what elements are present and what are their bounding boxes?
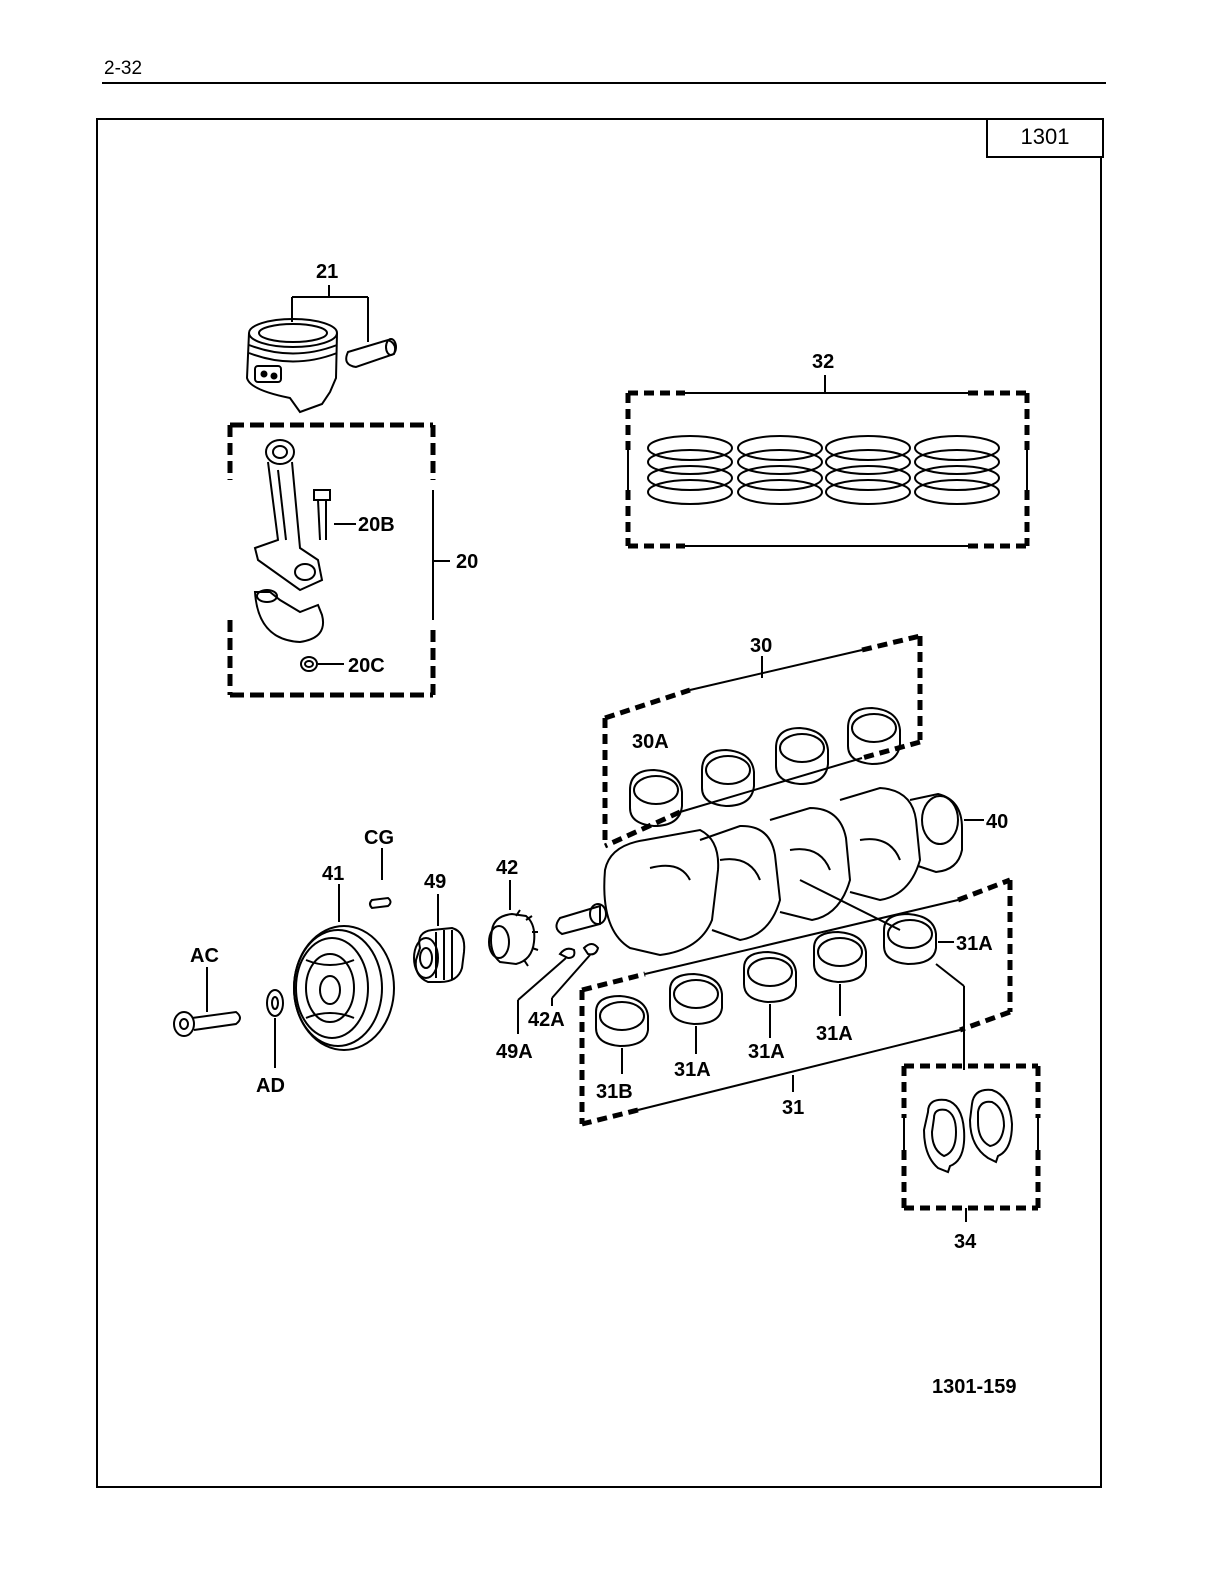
callout-49: 49	[424, 871, 446, 893]
callout-31A-1: 31A	[674, 1059, 711, 1081]
callout-31A-3: 31A	[816, 1023, 853, 1045]
callout-21: 21	[316, 261, 338, 283]
piston-assembly	[247, 285, 396, 412]
callout-34: 34	[954, 1231, 977, 1253]
crankshaft-timing-gear	[414, 894, 464, 982]
callout-20C: 20C	[348, 655, 385, 677]
connecting-rod-group	[230, 425, 450, 695]
callout-31: 31	[782, 1097, 804, 1119]
callout-42: 42	[496, 857, 518, 879]
figure-id: 1301-159	[932, 1376, 1017, 1399]
callout-labels: 21 20B 20 20C 32 30 30A 40 CG 41 49 42 A…	[190, 261, 1008, 1253]
key-cg	[370, 848, 391, 908]
callout-31A-2: 31A	[748, 1041, 785, 1063]
oil-pump-drive-gear	[489, 880, 538, 966]
callout-49A: 49A	[496, 1041, 533, 1063]
callout-AD: AD	[256, 1075, 285, 1097]
callout-CG: CG	[364, 827, 394, 849]
callout-31A-top: 31A	[956, 933, 993, 955]
callout-32: 32	[812, 351, 834, 373]
washer-ad	[267, 990, 283, 1068]
pulley-bolt-ac	[174, 967, 240, 1036]
crankshaft-pulley	[294, 884, 394, 1050]
callout-20: 20	[456, 551, 478, 573]
callout-30: 30	[750, 635, 772, 657]
callout-41: 41	[322, 863, 344, 885]
callout-31B: 31B	[596, 1081, 633, 1103]
callout-40: 40	[986, 811, 1008, 833]
callout-42A: 42A	[528, 1009, 565, 1031]
callout-30A: 30A	[632, 731, 669, 753]
callout-20B: 20B	[358, 514, 395, 536]
thrust-washer-set	[904, 1066, 1038, 1222]
crankshaft	[556, 788, 984, 955]
callout-AC: AC	[190, 945, 219, 967]
piston-ring-set	[628, 375, 1027, 546]
